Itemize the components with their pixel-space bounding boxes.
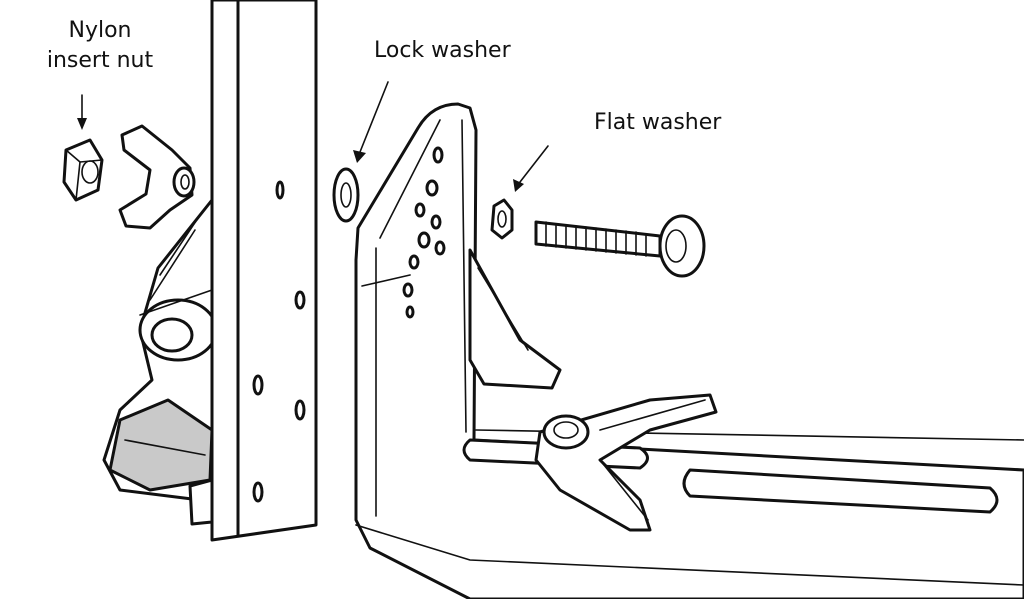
flat-washer xyxy=(490,198,514,240)
bolt-head-bottom xyxy=(188,478,214,526)
clamp-handle xyxy=(534,393,718,532)
nylon-insert-nut xyxy=(62,138,104,202)
l-bracket xyxy=(354,102,1024,599)
nylon-label-line-2: insert nut xyxy=(46,48,154,73)
rear-motor-mount-assembly xyxy=(102,198,218,526)
transom-plate xyxy=(210,0,318,542)
nylon-label-line-1: Nylon xyxy=(68,18,132,43)
bolt-head xyxy=(658,214,706,278)
threaded-bolt xyxy=(534,214,706,278)
nylon-nut-arrow xyxy=(77,94,87,130)
lock-washer-arrow xyxy=(353,81,389,163)
nylon-insert-nut-label: Nylon insert nut xyxy=(30,16,170,76)
flat-washer-arrow xyxy=(513,145,549,192)
flat-washer-label: Flat washer xyxy=(594,110,722,135)
slot-lower xyxy=(682,468,999,514)
lock-washer-label: Lock washer xyxy=(374,38,511,63)
wing-nut xyxy=(118,124,196,230)
lock-washer xyxy=(332,167,360,223)
clamp-bolt-head xyxy=(542,414,590,450)
